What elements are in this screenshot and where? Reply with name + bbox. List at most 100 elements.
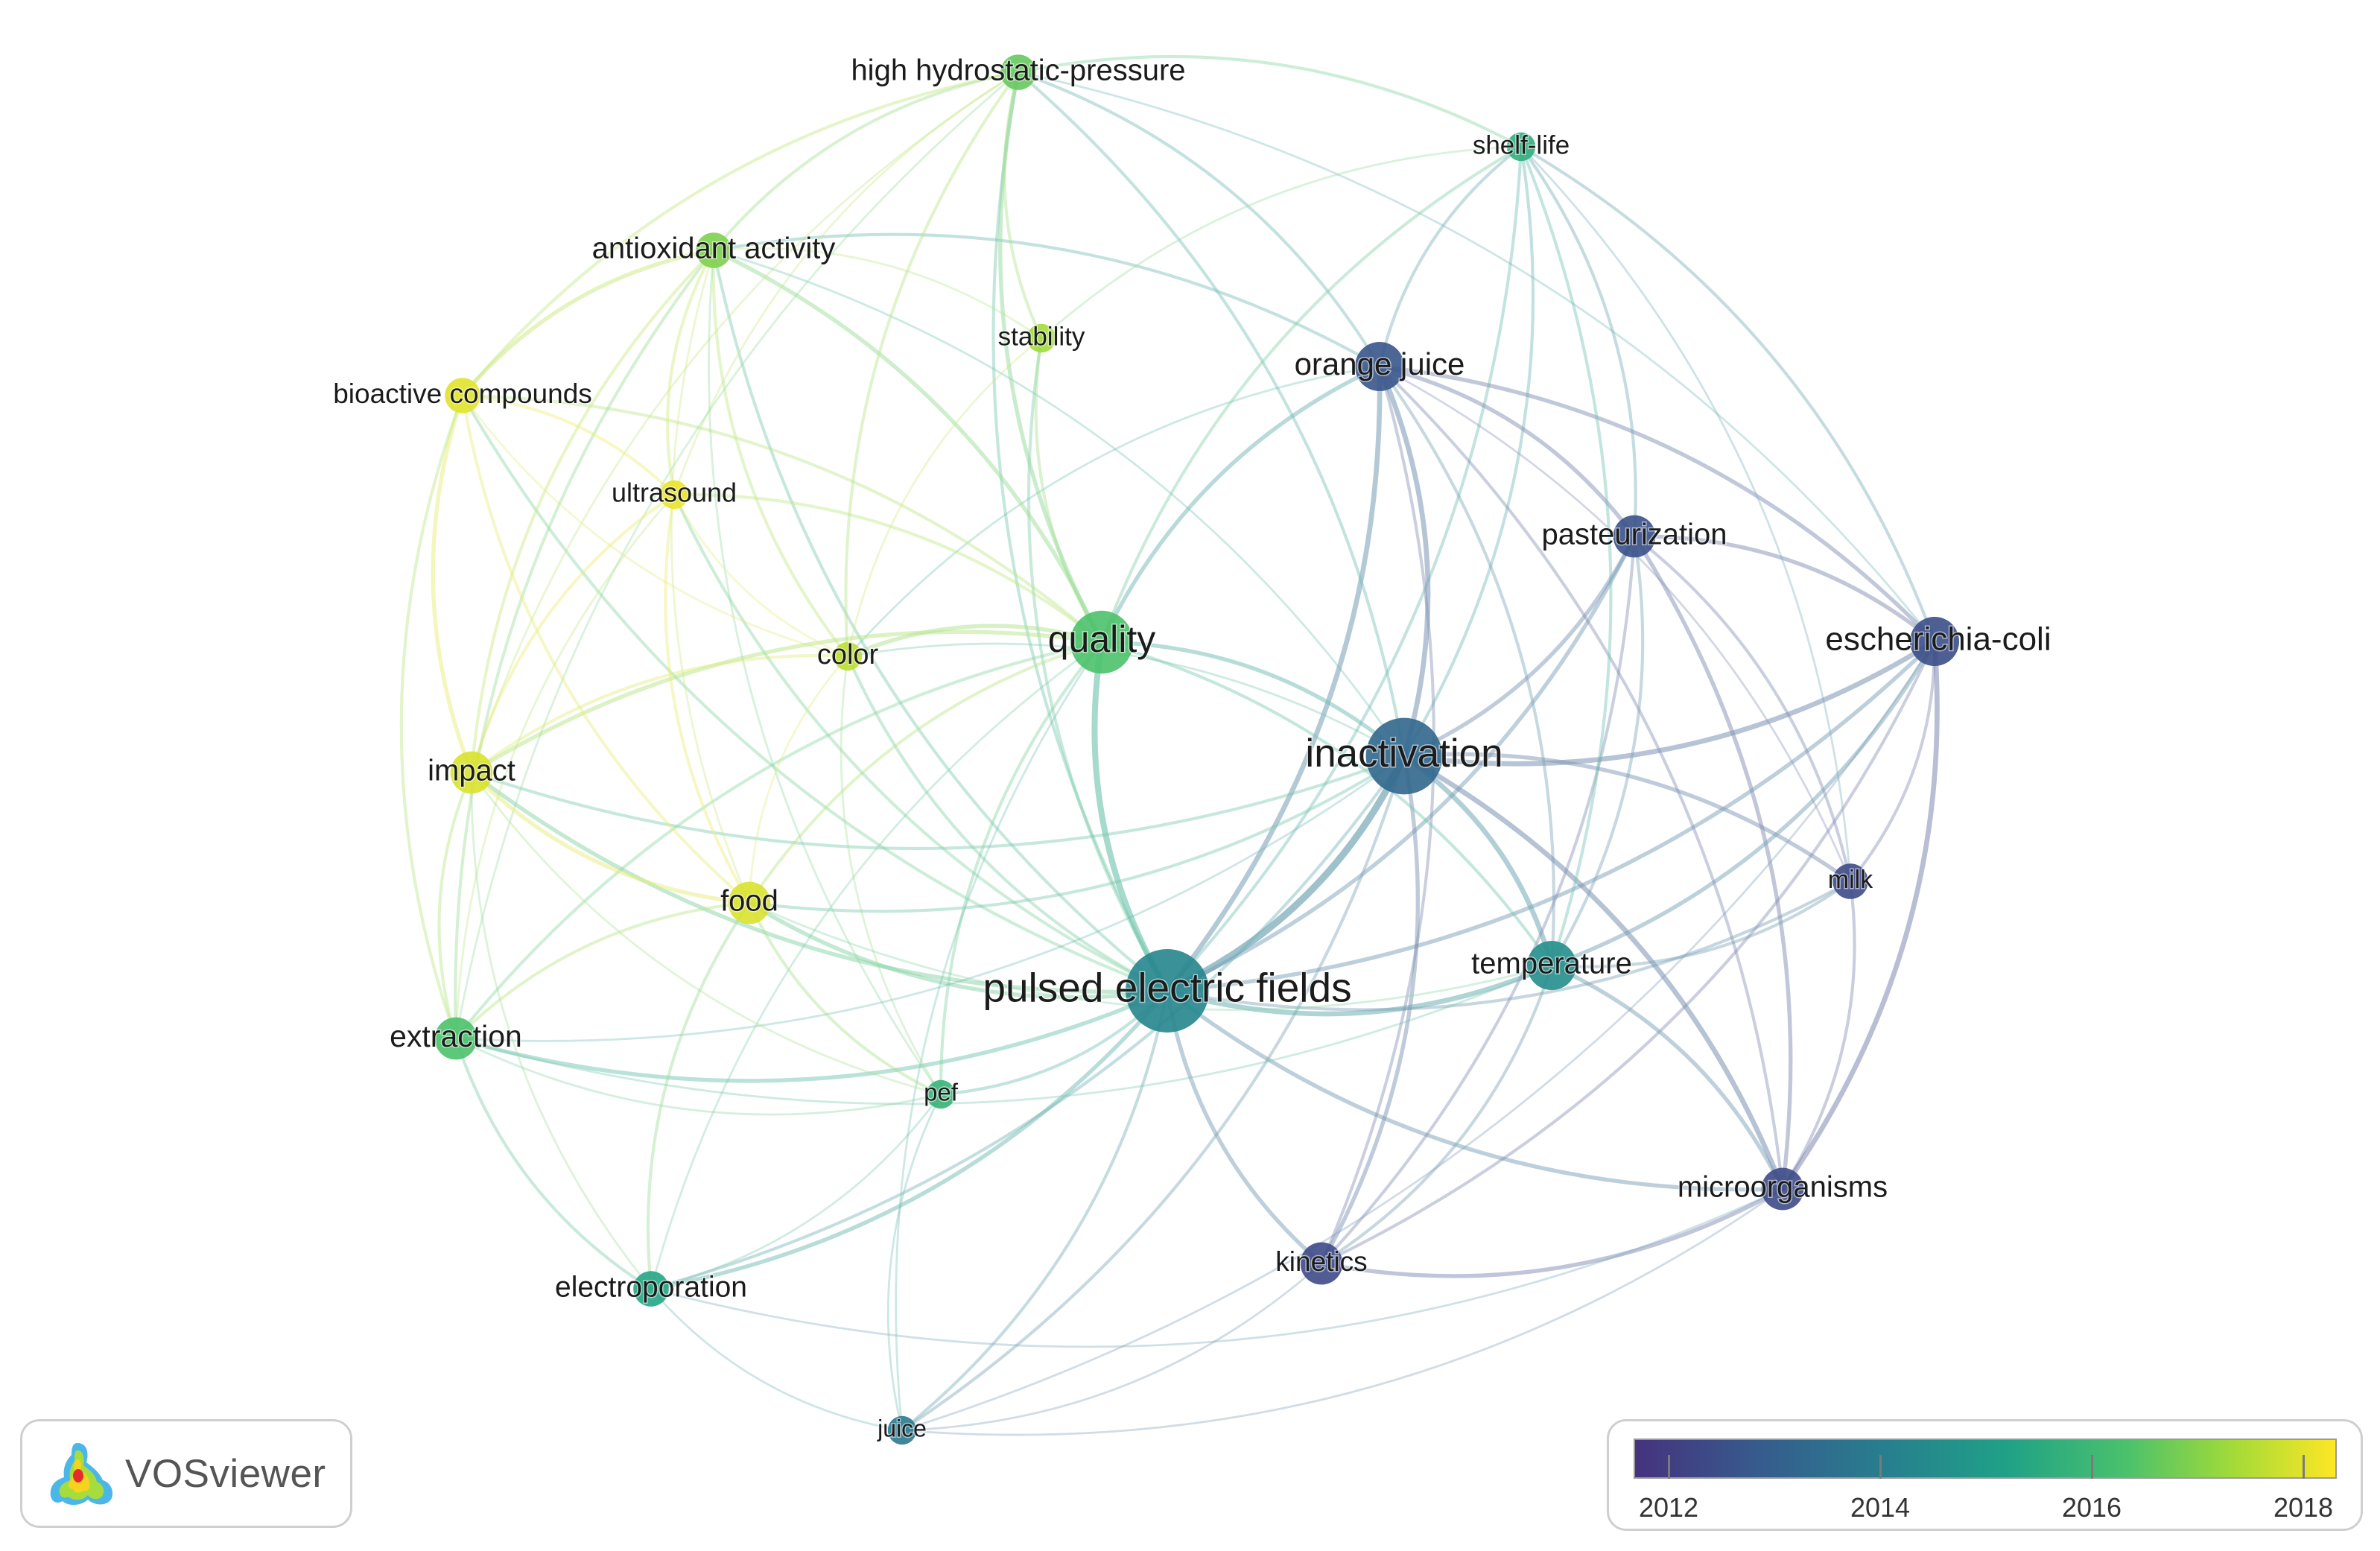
node-temperature[interactable] (1527, 941, 1576, 990)
link-pulsed-electric-fields-juice (900, 989, 1170, 1433)
node-bioactive-compounds[interactable] (445, 378, 480, 413)
link-milk-microorganisms (1780, 879, 1856, 1191)
link-bioactive-compounds-extraction (399, 393, 465, 1041)
link-pulsed-electric-fields-stability (1026, 336, 1170, 993)
labels-layer: high hydrostatic-pressure shelf-life antio… (332, 53, 2052, 1443)
link-pulsed-electric-fields-food (747, 901, 1170, 1000)
node-quality[interactable] (1070, 610, 1134, 674)
vosviewer-logo-text: VOSviewer (125, 1451, 326, 1496)
link-orange-juice-antioxidant-activity (711, 232, 1382, 369)
link-ultrasound-impact (469, 492, 676, 775)
link-quality-antioxidant-activity (711, 248, 1104, 644)
link-temperature-extraction (454, 964, 1553, 1106)
node-label-quality: quality (1048, 618, 1156, 660)
legend-tick-2014 (1879, 1455, 1882, 1479)
node-pef[interactable] (926, 1079, 956, 1109)
link-orange-juice-high-hydrostatic-pressure (1016, 70, 1382, 369)
node-label-high-hydrostatic-pressure: high hydrostatic-pressure (851, 54, 1185, 87)
link-inactivation-pasteurization (1402, 534, 1637, 758)
link-antioxidant-activity-pef (708, 249, 942, 1096)
link-orange-juice-temperature (1377, 364, 1555, 968)
node-label-kinetics: kinetics (1275, 1246, 1367, 1277)
link-inactivation-milk (1402, 752, 1853, 884)
node-color[interactable] (833, 641, 863, 671)
link-escherichia-coli-microorganisms (1780, 638, 1940, 1192)
legend-label-2016: 2016 (2061, 1492, 2122, 1523)
node-label-escherichia-coli: escherichia-coli (1825, 621, 2051, 658)
link-kinetics-temperature (1319, 963, 1554, 1266)
link-escherichia-coli-milk (1848, 639, 1937, 884)
node-food[interactable] (728, 881, 771, 924)
link-antioxidant-activity-color (711, 248, 850, 659)
link-pulsed-electric-fields-pasteurization (1165, 534, 1637, 993)
link-food-pef (747, 901, 943, 1097)
link-antioxidant-activity-bioactive-compounds (460, 248, 716, 398)
link-quality-extraction (454, 640, 1104, 1041)
link-high-hydrostatic-pressure-antioxidant-activity (711, 70, 1021, 253)
link-pulsed-electric-fields-high-hydrostatic-pressure (991, 70, 1170, 993)
link-inactivation-food (747, 754, 1406, 913)
link-quality-stability (1034, 336, 1104, 644)
link-ultrasound-food (664, 492, 752, 905)
node-antioxidant-activity[interactable] (696, 232, 732, 268)
link-food-electroporation (647, 901, 752, 1291)
link-quality-shelf-life (1099, 145, 1523, 644)
link-bioactive-compounds-color (461, 394, 849, 658)
link-quality-high-hydrostatic-pressure (998, 70, 1104, 644)
node-juice[interactable] (887, 1415, 917, 1445)
node-inactivation[interactable] (1365, 717, 1443, 795)
link-microorganisms-electroporation (650, 1187, 1784, 1348)
link-inactivation-extraction (454, 755, 1406, 1042)
node-electroporation[interactable] (633, 1271, 669, 1307)
link-temperature-quality (1099, 640, 1554, 968)
link-pulsed-electric-fields-antioxidant-activity (711, 248, 1170, 993)
node-label-food: food (720, 885, 778, 918)
node-shelf-life[interactable] (1506, 132, 1536, 162)
link-inactivation-microorganisms (1401, 753, 1786, 1192)
link-inactivation-juice (900, 754, 1406, 1433)
node-milk[interactable] (1832, 863, 1868, 899)
link-electroporation-juice (650, 1287, 904, 1432)
node-orange-juice[interactable] (1355, 342, 1404, 391)
link-quality-juice (895, 641, 1103, 1432)
link-extraction-pef (454, 1037, 942, 1116)
legend-gradient-bar (1634, 1439, 2337, 1479)
link-quality-color (845, 624, 1104, 659)
link-impact-color (469, 654, 850, 775)
links-layer (399, 54, 1940, 1436)
link-microorganisms-juice (901, 1187, 1784, 1436)
link-escherichia-coli-juice (901, 640, 1936, 1432)
link-pulsed-electric-fields-milk (1165, 879, 1853, 1012)
node-pasteurization[interactable] (1613, 515, 1656, 558)
node-label-pef: pef (924, 1079, 959, 1106)
link-quality-bioactive-compounds (460, 393, 1104, 644)
link-escherichia-coli-temperature (1549, 639, 1937, 968)
link-stability-color (846, 337, 1043, 658)
link-orange-juice-quality (1099, 364, 1382, 644)
link-bioactive-compounds-ultrasound (460, 393, 676, 497)
node-extraction[interactable] (434, 1017, 477, 1060)
link-inactivation-impact (469, 754, 1406, 850)
link-high-hydrostatic-pressure-extraction (454, 71, 1020, 1040)
node-stability[interactable] (1026, 323, 1056, 353)
node-label-color: color (817, 639, 879, 670)
link-stability-shelf-life (1040, 145, 1523, 340)
link-impact-food (469, 770, 752, 905)
node-label-shelf-life: shelf-life (1473, 130, 1570, 159)
legend-tick-2018 (2303, 1455, 2305, 1479)
link-food-extraction (454, 901, 752, 1041)
node-ultrasound[interactable] (659, 480, 689, 510)
node-kinetics[interactable] (1300, 1242, 1343, 1285)
node-microorganisms[interactable] (1761, 1167, 1804, 1211)
node-impact[interactable] (450, 751, 493, 794)
node-escherichia-coli[interactable] (1910, 617, 1959, 666)
node-label-antioxidant-activity: antioxidant activity (592, 232, 836, 265)
link-antioxidant-activity-stability (712, 247, 1043, 340)
link-pulsed-electric-fields-microorganisms (1165, 989, 1785, 1192)
node-pulsed-electric-fields[interactable] (1126, 949, 1209, 1033)
node-high-hydrostatic-pressure[interactable] (1000, 54, 1036, 90)
link-shelf-life-milk (1520, 145, 1852, 883)
link-temperature-shelf-life (1519, 145, 1613, 968)
link-orange-juice-color (846, 365, 1381, 658)
